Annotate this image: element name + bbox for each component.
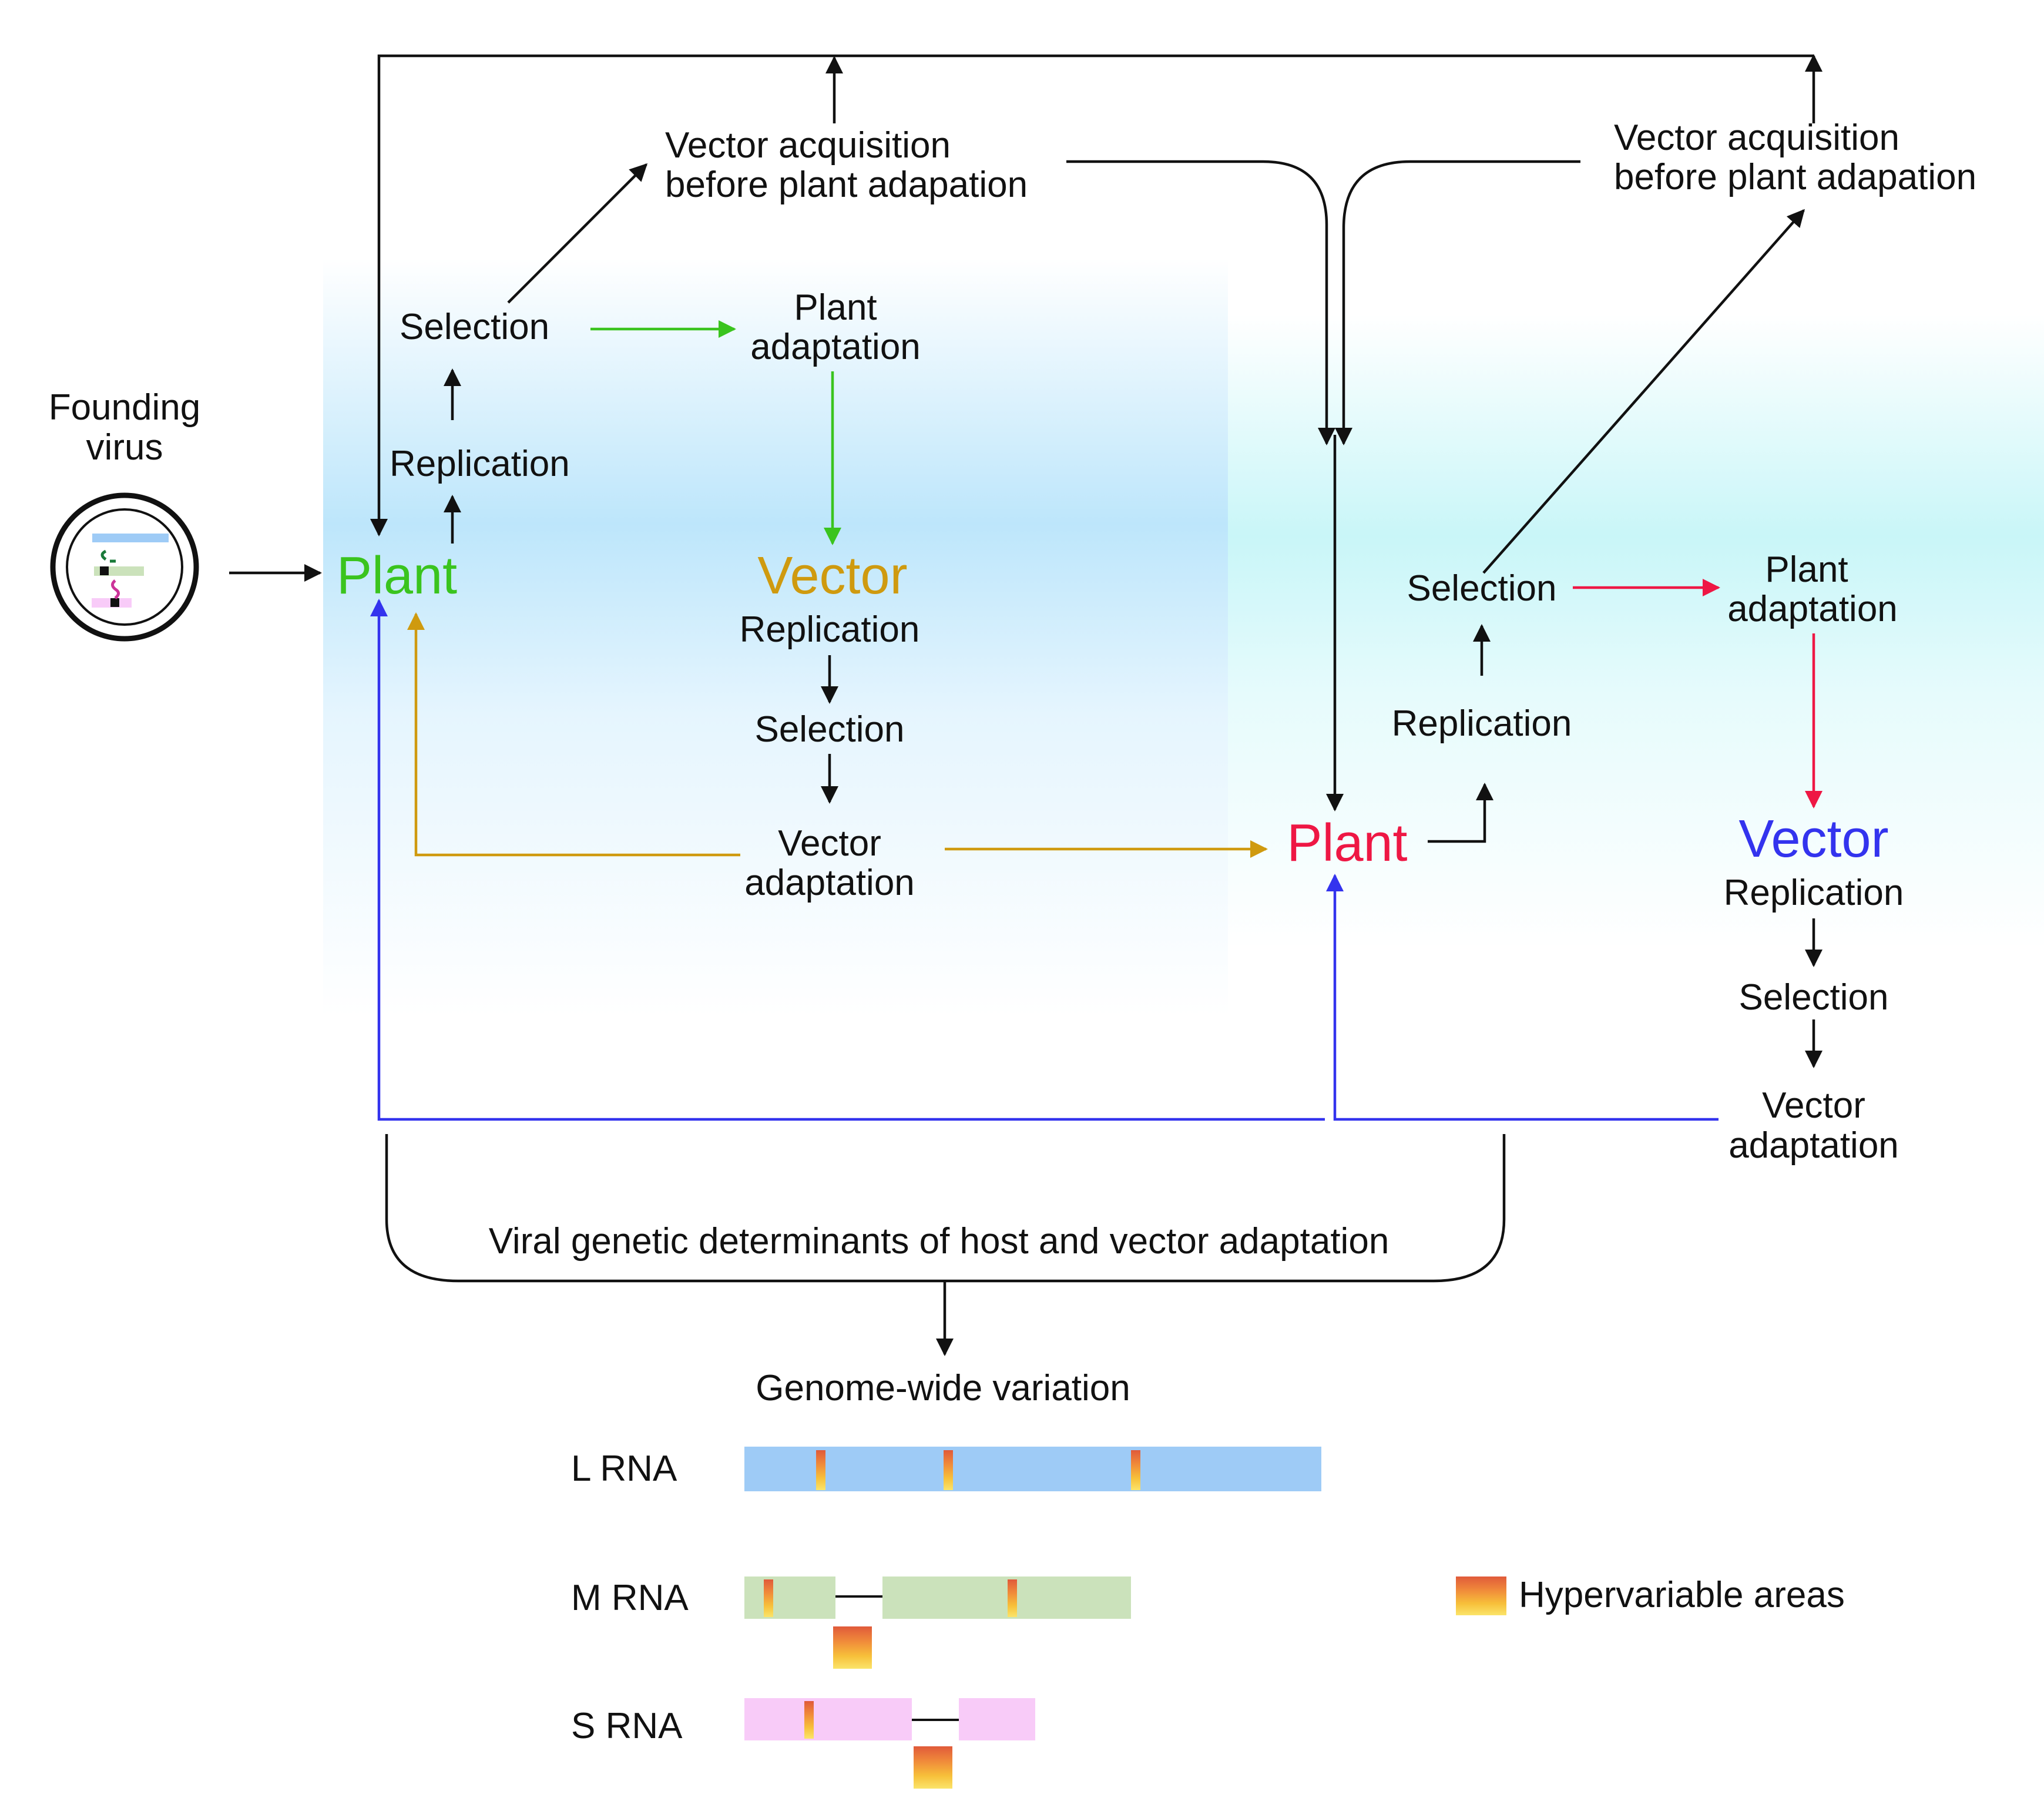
s-rna-segment-2 [959,1698,1035,1740]
arrow-right-vector-adaptation-to-left-plant [370,599,1325,1121]
s-rna-label: S RNA [571,1706,683,1746]
m-rna-hypervariable-1 [764,1579,773,1617]
right-acquisition-label-1: Vector acquisition [1614,118,1899,158]
legend-label: Hypervariable areas [1519,1575,1845,1615]
left-vector-label: Vector [757,546,907,605]
l-rna-label: L RNA [571,1448,677,1489]
right-selection-label: Selection [1407,568,1556,609]
right-plant-adaptation-label-2: adaptation [1727,589,1898,629]
l-rna-hypervariable-3 [1131,1450,1140,1490]
l-rna-segment [744,1447,1321,1491]
left-selection-label: Selection [400,307,549,347]
arrow-right-acquisition-to-right-plant [1335,160,1580,445]
founding-virus-icon [50,492,199,642]
left-vector-replication-label: Replication [740,609,920,650]
brace-label: Viral genetic determinants of host and v… [489,1221,1389,1262]
right-cycle-background [1228,314,2044,949]
left-plant-adaptation-label-2: adaptation [750,327,921,367]
left-vector-adaptation-label-2: adaptation [744,863,915,903]
left-cycle-background [323,259,1228,1017]
top-loop-line [370,54,1814,536]
genome-title: Genome-wide variation [756,1368,1130,1408]
right-vector-label: Vector [1738,810,1888,868]
right-vector-replication-label: Replication [1724,873,1904,913]
left-plant-label: Plant [337,546,457,605]
m-rna-segment-2 [882,1577,1131,1619]
l-rna-hypervariable-1 [816,1450,825,1490]
right-vector-adaptation-label-1: Vector [1762,1085,1865,1126]
left-acquisition-label-2: before plant adapation [665,165,1028,205]
arrow-left-acquisition-to-right-plant [1066,160,1335,445]
right-vector-selection-label: Selection [1738,977,1888,1018]
m-rna-segment-1 [744,1577,835,1619]
founding-virus-label-1: Founding [49,387,201,428]
s-rna-hypervariable-1 [804,1701,814,1739]
arrow-left-vector-adaptation-to-plant [407,612,740,857]
right-replication-label: Replication [1392,703,1572,744]
left-vector-adaptation-label-1: Vector [778,823,881,864]
s-rna-segment-1 [744,1698,912,1740]
m-rna-hypervariable-2 [1008,1579,1017,1617]
arrow-right-selection-to-acquisition [1482,209,1805,574]
left-acquisition-label-1: Vector acquisition [665,125,951,166]
hypervariable-markers [764,1450,1506,1789]
m-rna-label: M RNA [571,1578,689,1618]
right-plant-adaptation-label-1: Plant [1765,549,1848,590]
arrow-left-selection-to-acquisition [507,163,648,304]
l-rna-hypervariable-2 [944,1450,953,1490]
right-vector-adaptation-label-2: adaptation [1728,1125,1899,1166]
left-plant-adaptation-label-1: Plant [794,287,877,328]
right-plant-label: Plant [1287,814,1407,873]
legend-swatch [1456,1577,1506,1615]
arrow-right-vector-adaptation-to-right-plant [1326,874,1719,1121]
m-rna-linker-hypervariable [833,1626,872,1669]
s-rna-linker-hypervariable [914,1746,952,1789]
right-acquisition-label-2: before plant adapation [1614,157,1976,197]
left-replication-label: Replication [390,444,570,484]
left-vector-selection-label: Selection [754,709,904,750]
arrow-right-plant-to-replication [1428,783,1493,843]
founding-virus-label-2: virus [86,427,163,468]
